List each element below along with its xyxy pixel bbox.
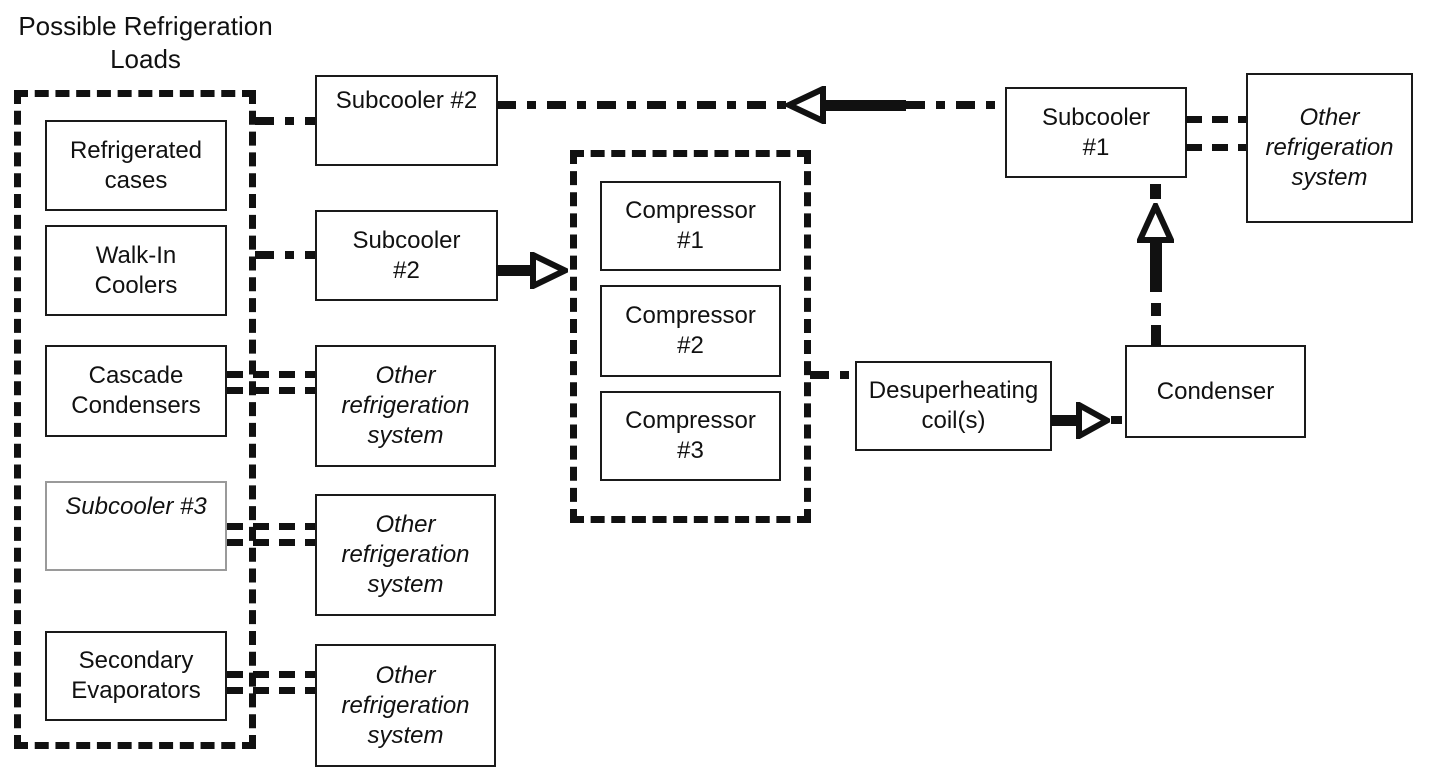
node-subcooler-2-heat-reclaim-label: Subcooler #2 (335, 87, 478, 114)
link-cascade-to-other1-strand-b (227, 387, 315, 394)
node-walk-in-coolers-label: Walk-In Coolers (94, 241, 178, 299)
node-other-refrigeration-1-label: Other refrigeration system (341, 362, 470, 449)
link-condenser-to-subcooler1-dot-top (1150, 184, 1161, 199)
link-cascade-to-other1-strand-a (227, 371, 315, 378)
node-compressor-3-label: Compressor #3 (625, 407, 756, 464)
link-subcooler1-to-subcooler2-shaft (824, 100, 906, 111)
node-cascade-condensers: Cascade Condensers (45, 345, 227, 437)
node-other-refrigeration-1: Other refrigeration system (315, 345, 496, 467)
loads-group-title: Possible Refrigeration Loads (18, 11, 273, 74)
node-subcooler-2-label: Subcooler #2 (352, 226, 461, 284)
node-cascade-condensers-label: Cascade Condensers (71, 362, 201, 419)
node-desuperheating-coils: Desuperheating coil(s) (855, 361, 1052, 451)
node-compressor-1: Compressor #1 (600, 181, 781, 271)
link-desuperheating-to-condenser-shaft (1051, 415, 1077, 426)
node-compressor-3: Compressor #3 (600, 391, 781, 481)
node-compressor-1-label: Compressor #1 (625, 197, 756, 254)
link-secondary-to-other3-strand-b (227, 687, 315, 694)
node-other-refrigeration-3-label: Other refrigeration system (341, 661, 470, 749)
link-desuperheating-to-condenser-dot (1111, 416, 1122, 424)
node-walk-in-coolers: Walk-In Coolers (45, 225, 227, 316)
node-other-refrigeration-3: Other refrigeration system (315, 644, 496, 767)
arrowhead-up-into-subcooler1-icon (1137, 203, 1174, 243)
node-secondary-evaporators: Secondary Evaporators (45, 631, 227, 721)
link-subcooler2-to-compressors-shaft (496, 265, 531, 276)
node-subcooler-3-label: Subcooler #3 (65, 493, 207, 520)
link-subcooler1-to-subcooler2-dashes-left (497, 101, 787, 109)
link-subcooler3-to-other2-strand-b (227, 539, 315, 546)
node-other-refrigeration-4: Other refrigeration system (1246, 73, 1413, 223)
node-desuperheating-coils-label: Desuperheating coil(s) (868, 377, 1039, 434)
link-subcooler3-to-other2-strand-a (227, 523, 315, 530)
node-refrigerated-cases: Refrigerated cases (45, 120, 227, 211)
node-condenser: Condenser (1125, 345, 1306, 438)
link-condenser-to-subcooler1-dot-mid (1151, 303, 1161, 316)
arrowhead-right-into-condenser-icon (1076, 402, 1110, 439)
compressor-group-border (570, 150, 811, 523)
link-subcooler1-to-subcooler2-dashes-right (906, 101, 1005, 109)
node-subcooler-3: Subcooler #3 (45, 481, 227, 571)
link-secondary-to-other3-strand-a (227, 671, 315, 678)
link-subcooler1-to-other4-strand-a (1186, 116, 1246, 123)
node-other-refrigeration-4-label: Other refrigeration system (1265, 104, 1394, 191)
node-subcooler-2-heat-reclaim: Subcooler #2 (315, 75, 498, 166)
link-compressors-to-desuperheating (810, 371, 855, 379)
node-compressor-2-label: Compressor #2 (625, 302, 756, 359)
node-subcooler-1-label: Subcooler #1 (1041, 103, 1151, 161)
node-compressor-2: Compressor #2 (600, 285, 781, 377)
node-other-refrigeration-2-label: Other refrigeration system (341, 511, 470, 598)
link-condenser-to-subcooler1-shaft (1150, 241, 1162, 292)
link-condenser-to-subcooler1-dash-bottom (1151, 325, 1161, 346)
node-refrigerated-cases-label: Refrigerated cases (69, 136, 203, 194)
arrowhead-right-into-compressors-icon (530, 252, 568, 289)
loads-group-border (14, 90, 256, 749)
node-subcooler-1: Subcooler #1 (1005, 87, 1187, 178)
link-subcooler1-to-other4-strand-b (1186, 144, 1246, 151)
arrowhead-left-icon (786, 86, 826, 124)
node-secondary-evaporators-label: Secondary Evaporators (71, 647, 201, 704)
node-other-refrigeration-2: Other refrigeration system (315, 494, 496, 616)
node-condenser-label: Condenser (1156, 377, 1275, 405)
link-loads-to-subcooler2 (255, 251, 315, 259)
link-loads-to-subcooler2-reclaim (255, 117, 315, 125)
node-subcooler-2: Subcooler #2 (315, 210, 498, 301)
